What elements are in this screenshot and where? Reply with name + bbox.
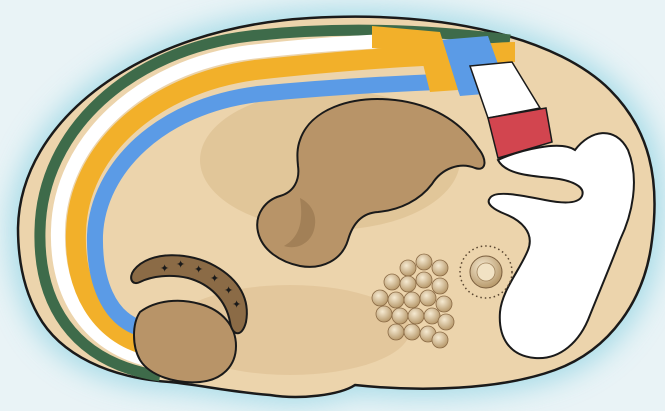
star-marker: ✦ — [194, 264, 203, 276]
sphere — [384, 274, 400, 290]
sphere — [392, 308, 408, 324]
sphere — [372, 290, 388, 306]
sphere — [400, 260, 416, 276]
star-marker: ✦ — [224, 285, 233, 297]
sphere — [404, 292, 420, 308]
sphere — [438, 314, 454, 330]
sphere — [436, 296, 452, 312]
sphere — [424, 308, 440, 324]
sphere — [388, 324, 404, 340]
sphere — [416, 272, 432, 288]
star-marker: ✦ — [232, 299, 241, 311]
sphere — [376, 306, 392, 322]
sphere — [432, 260, 448, 276]
sphere — [404, 324, 420, 340]
sphere — [420, 290, 436, 306]
sphere — [388, 292, 404, 308]
sphere — [408, 308, 424, 324]
star-marker: ✦ — [210, 273, 219, 285]
star-marker: ✦ — [160, 263, 169, 275]
sphere — [432, 332, 448, 348]
follicle-inner — [477, 263, 495, 281]
sphere — [416, 254, 432, 270]
star-marker: ✦ — [176, 259, 185, 271]
sphere — [432, 278, 448, 294]
sphere — [400, 276, 416, 292]
